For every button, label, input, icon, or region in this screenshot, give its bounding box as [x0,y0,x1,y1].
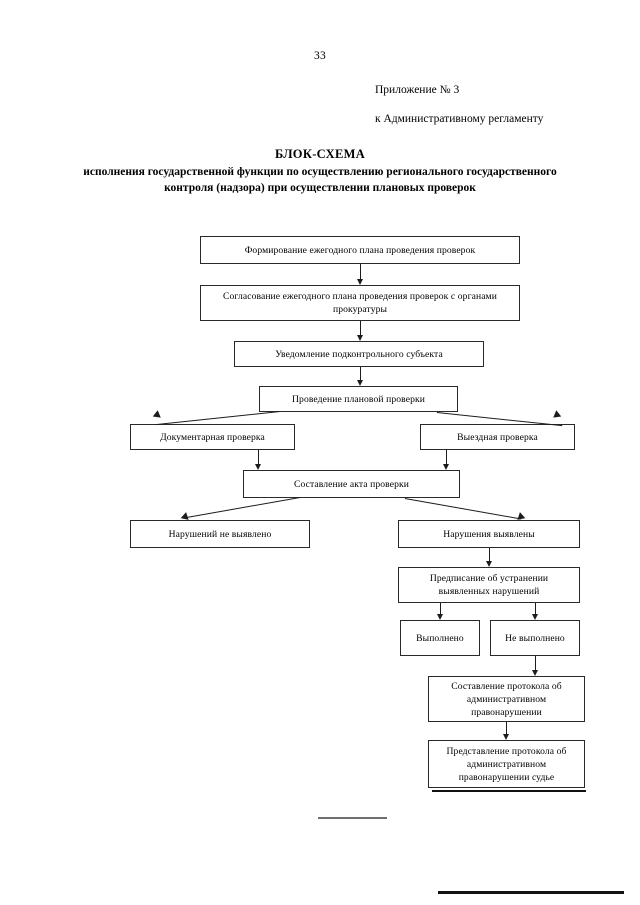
connector-arrow-n10-n12 [531,614,538,620]
connector-n12-n13 [535,656,536,670]
connector-n3-n4 [360,367,361,380]
flow-node-not-fulfilled: Не выполнено [490,620,580,656]
connector-n1-n2 [360,264,361,279]
flow-node-protocol-submission-to-judge: Представление протокола об административ… [428,740,585,788]
connector-n4-n5 [155,411,280,426]
connector-arrow-n13-n14 [502,734,509,740]
connector-arrow-n6-n7 [442,464,449,470]
connector-n10-n12 [535,603,536,614]
connector-n10-n11 [440,603,441,614]
connector-n5-n7 [258,450,259,464]
connector-arrow-n2-n3 [356,335,363,341]
connector-n7-n8 [183,497,300,519]
appendix-number: Приложение № 3 [375,84,460,96]
flow-node-order-to-remedy-violations: Предписание об устранении выявленных нар… [398,567,580,603]
connector-n7-n9 [404,498,522,520]
connector-arrow-n10-n11 [436,614,443,620]
connector-n6-n7 [446,450,447,464]
scan-artifact-line-center [318,817,387,819]
flow-node-administrative-protocol-drafting: Составление протокола об административно… [428,676,585,722]
connector-arrow-n4-n6 [550,410,562,421]
flow-node-documentary-inspection: Документарная проверка [130,424,295,450]
flow-node-annual-plan-formation: Формирование ежегодного плана проведения… [200,236,520,264]
flow-node-fulfilled: Выполнено [400,620,480,656]
connector-arrow-n12-n13 [531,670,538,676]
flow-node-no-violations-found: Нарушений не выявлено [130,520,310,548]
flow-node-field-inspection: Выездная проверка [420,424,575,450]
appendix-regulation-reference: к Административному регламенту [375,113,544,125]
flow-node-subject-notification: Уведомление подконтрольного субъекта [234,341,484,367]
connector-arrow-n1-n2 [356,279,363,285]
connector-arrow-n9-n10 [485,561,492,567]
flow-node-conduct-scheduled-inspection: Проведение плановой проверки [259,386,458,412]
flow-node-plan-approval-prosecutor: Согласование ежегодного плана проведения… [200,285,520,321]
scan-artifact-edge-top [432,790,586,792]
connector-n9-n10 [489,548,490,561]
page-subtitle: исполнения государственной функции по ос… [83,166,557,194]
connector-arrow-n3-n4 [356,380,363,386]
flow-node-violations-found: Нарушения выявлены [398,520,580,548]
connector-arrow-n5-n7 [254,464,261,470]
flow-node-inspection-report-drafting: Составление акта проверки [243,470,460,498]
connector-n13-n14 [506,722,507,734]
connector-n2-n3 [360,321,361,335]
page-title: БЛОК-СХЕМА [274,147,366,161]
page-number: 33 [314,50,326,62]
scan-artifact-edge-bottom [438,891,624,894]
connector-arrow-n4-n5 [152,410,164,421]
